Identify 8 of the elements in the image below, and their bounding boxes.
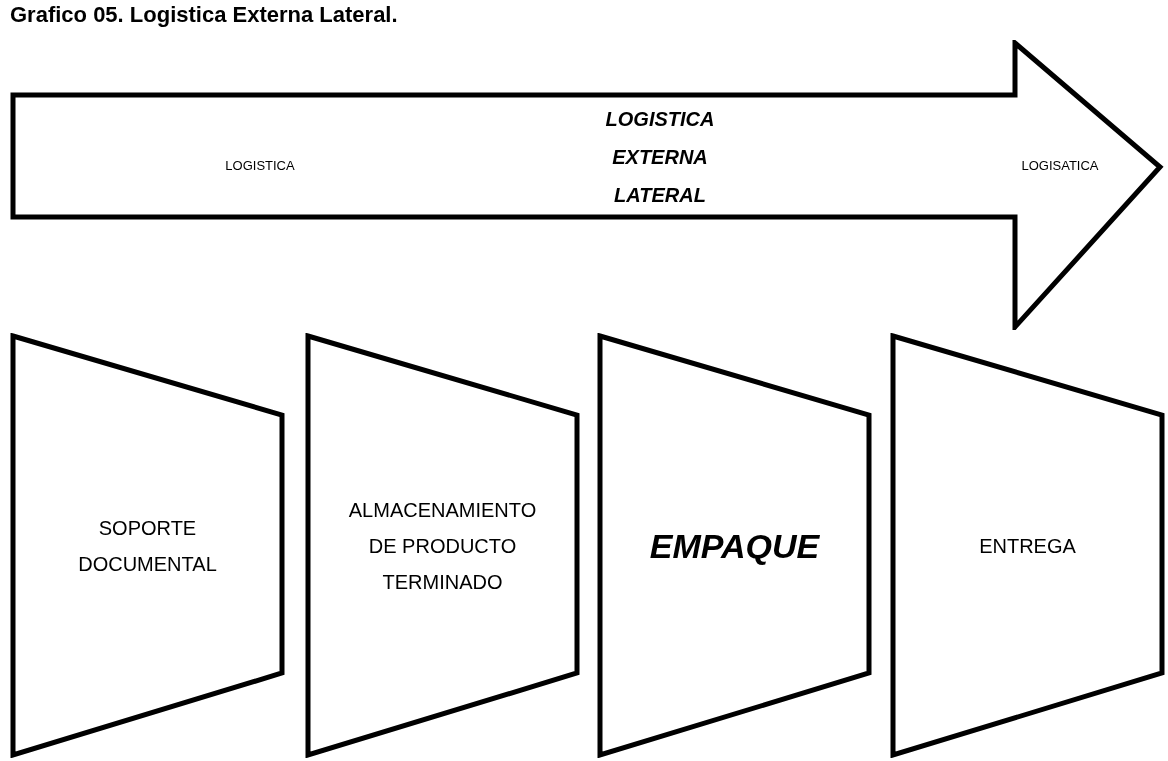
step-label: ALMACENAMIENTO DE PRODUCTO TERMINADO	[347, 497, 538, 595]
step-label: EMPAQUE	[648, 526, 821, 565]
arrow-heading: LOGISTICA EXTERNA LATERAL	[604, 107, 716, 208]
diagram-title: Grafico 05. Logistica Externa Lateral.	[10, 2, 398, 28]
step-label: SOPORTE DOCUMENTAL	[77, 515, 218, 577]
arrow-label: LOGISATICA	[1020, 158, 1100, 173]
arrow-label: LOGISTICA	[224, 158, 296, 173]
step-label: ENTREGA	[978, 533, 1077, 559]
